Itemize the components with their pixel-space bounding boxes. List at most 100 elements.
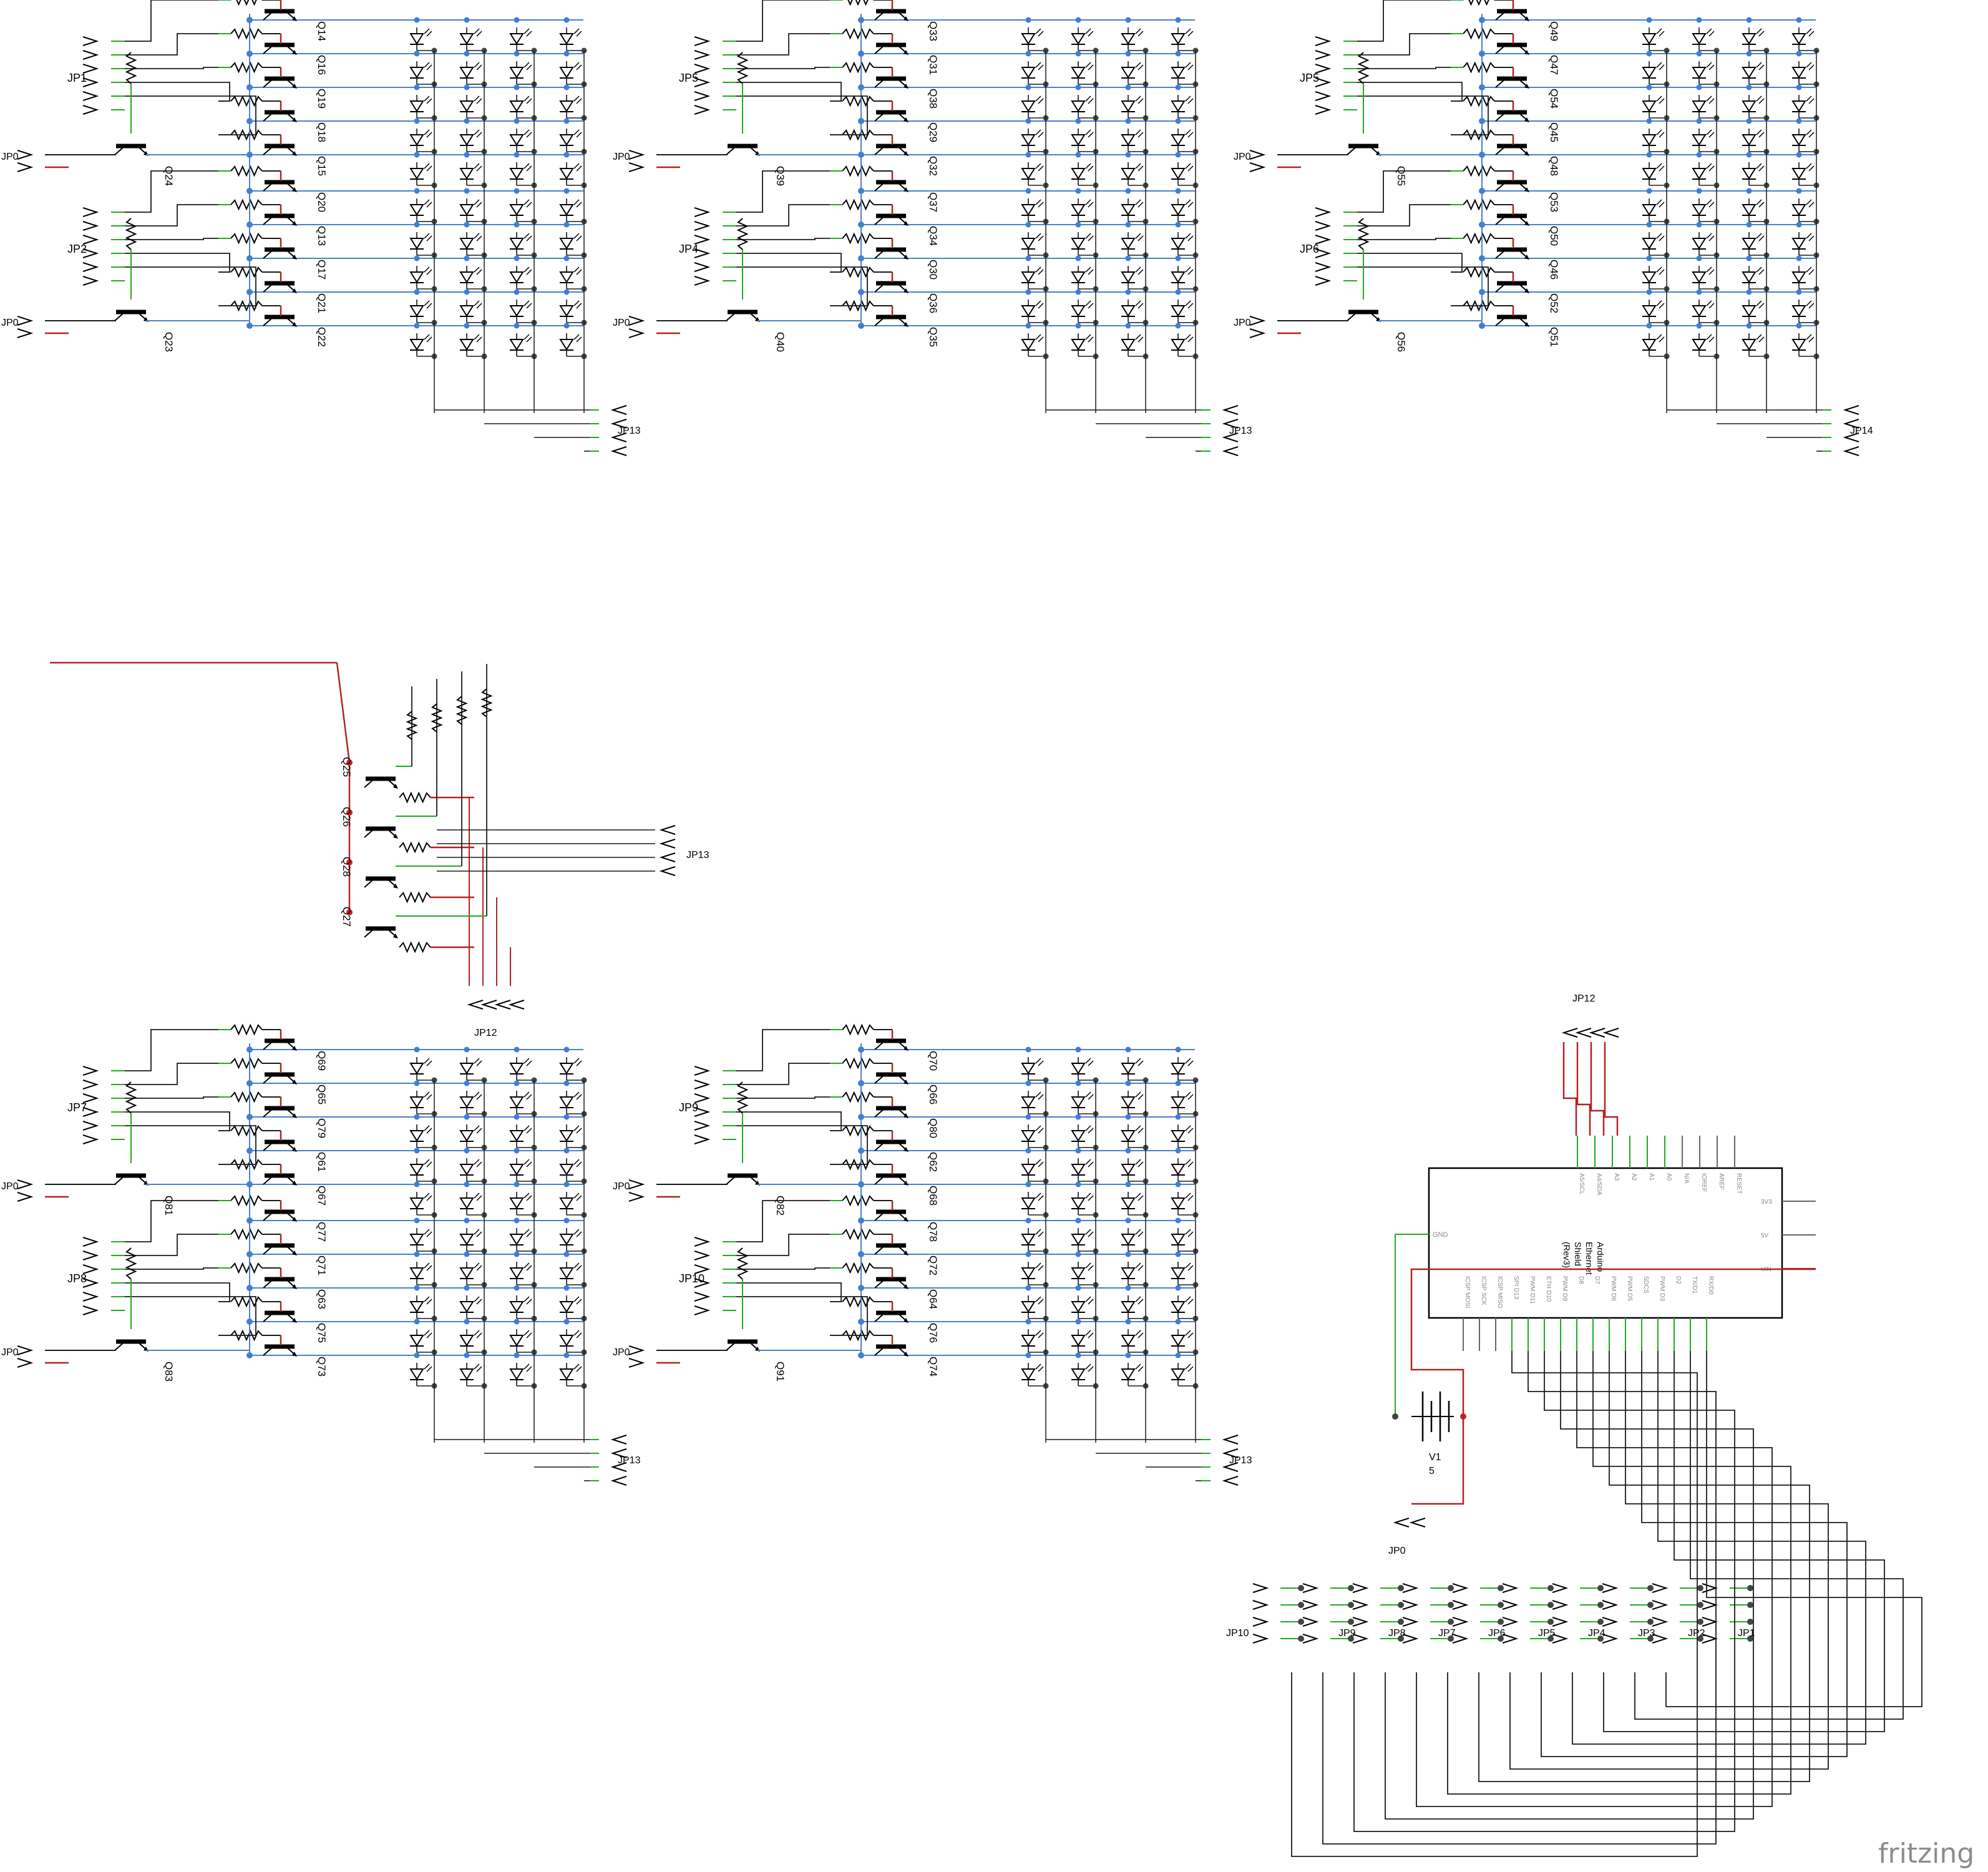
led-ray [1187, 31, 1194, 37]
led-triangle [1692, 305, 1707, 317]
led-triangle [459, 1368, 474, 1380]
led-ray [424, 28, 430, 34]
transistor [874, 76, 909, 89]
led-triangle [1121, 1368, 1136, 1380]
junction-dot [514, 84, 520, 90]
led [1071, 232, 1094, 255]
led-ray [1758, 336, 1765, 343]
led [1121, 300, 1144, 323]
led-triangle [1021, 271, 1036, 283]
transistor [874, 1139, 909, 1152]
led-ray [1138, 202, 1144, 208]
junction-dot [514, 1148, 520, 1154]
led-ray [576, 1094, 582, 1100]
emitter-arrow [904, 16, 909, 21]
led-triangle [409, 271, 424, 283]
led-triangle [1171, 1234, 1186, 1246]
led-ray [526, 1195, 532, 1201]
led-ray [476, 165, 482, 172]
junction-dot [1398, 1619, 1404, 1625]
led-ray [1808, 235, 1815, 241]
transistor [263, 1139, 297, 1152]
led [1021, 1192, 1044, 1215]
transistor [114, 1339, 149, 1352]
transistor [364, 826, 398, 839]
led-ray [524, 129, 530, 135]
led [509, 1091, 532, 1114]
connector-pin [480, 1000, 497, 1010]
junction-dot [1075, 188, 1081, 194]
transistor-label: Q28 [341, 857, 353, 877]
led-ray [576, 1060, 582, 1066]
led-triangle [459, 134, 474, 146]
led-ray [1038, 202, 1044, 208]
transistor [263, 1072, 297, 1085]
led-ray [524, 199, 530, 205]
led-ray [476, 1231, 482, 1237]
wire [1665, 1351, 1922, 1707]
led-ray [1135, 233, 1141, 239]
junction-dot [1075, 1181, 1081, 1187]
led [509, 1228, 532, 1251]
led-triangle [1791, 100, 1806, 112]
transistor-collector [364, 928, 375, 938]
junction-dot [1125, 1285, 1131, 1291]
led-triangle [1121, 271, 1136, 283]
led [1071, 129, 1094, 152]
led-triangle [1071, 168, 1086, 180]
connector-label: JP8 [67, 1272, 87, 1285]
junction-dot [1025, 51, 1031, 57]
transistor-collector [1495, 78, 1506, 88]
pin-label: PWM D5 [1626, 1276, 1633, 1301]
transistor-collector [874, 1245, 885, 1255]
transistor-label: Q24 [163, 166, 175, 186]
led-triangle [1021, 1197, 1036, 1209]
connector-pin [1249, 328, 1266, 338]
led-ray [1656, 266, 1662, 273]
emitter-arrow [904, 1318, 909, 1323]
connector-pin [1402, 1617, 1419, 1627]
junction-dot [1175, 1114, 1181, 1120]
led-ray [1659, 98, 1665, 104]
led-triangle [559, 33, 574, 45]
pin-label: N/A [1683, 1173, 1690, 1184]
resistor [842, 165, 874, 177]
resistor [736, 1247, 749, 1280]
connector-pin [1302, 1617, 1319, 1627]
led-ray [474, 1330, 480, 1336]
junction-dot [563, 1148, 570, 1154]
led-triangle [1642, 100, 1657, 112]
led-triangle [1121, 100, 1136, 112]
resistor [736, 1081, 749, 1114]
led-ray [573, 1192, 580, 1199]
junction-dot [1448, 1619, 1454, 1625]
led-triangle [409, 1267, 424, 1279]
resistor [480, 688, 493, 718]
led-ray [1806, 199, 1812, 205]
connector-pin [1552, 1617, 1569, 1627]
led-ray [1085, 129, 1091, 135]
transistor [263, 213, 297, 226]
led-ray [576, 1231, 582, 1237]
led-ray [476, 1161, 482, 1168]
transistor-collector [263, 145, 274, 155]
transistor-label: Q25 [341, 757, 353, 777]
pin-label: PWM D3 [1659, 1276, 1665, 1301]
led-triangle [1171, 204, 1186, 216]
pin-label: A0 [1665, 1173, 1672, 1181]
led-ray [1088, 1128, 1094, 1134]
led-ray [1708, 31, 1715, 37]
resistor [842, 27, 874, 40]
transistor-collector [263, 249, 274, 259]
led [1121, 333, 1144, 356]
led-triangle [459, 33, 474, 45]
junction-dot [414, 1080, 420, 1086]
led-triangle [1071, 1164, 1086, 1176]
led-triangle [559, 100, 574, 112]
led-triangle [409, 1301, 424, 1313]
emitter-arrow [292, 1352, 297, 1357]
fritzing-watermark: fritzing [1878, 1838, 1974, 1870]
connector-pin [1843, 446, 1859, 456]
led-ray [1706, 334, 1712, 340]
transistor-label: Q61 [316, 1152, 328, 1172]
